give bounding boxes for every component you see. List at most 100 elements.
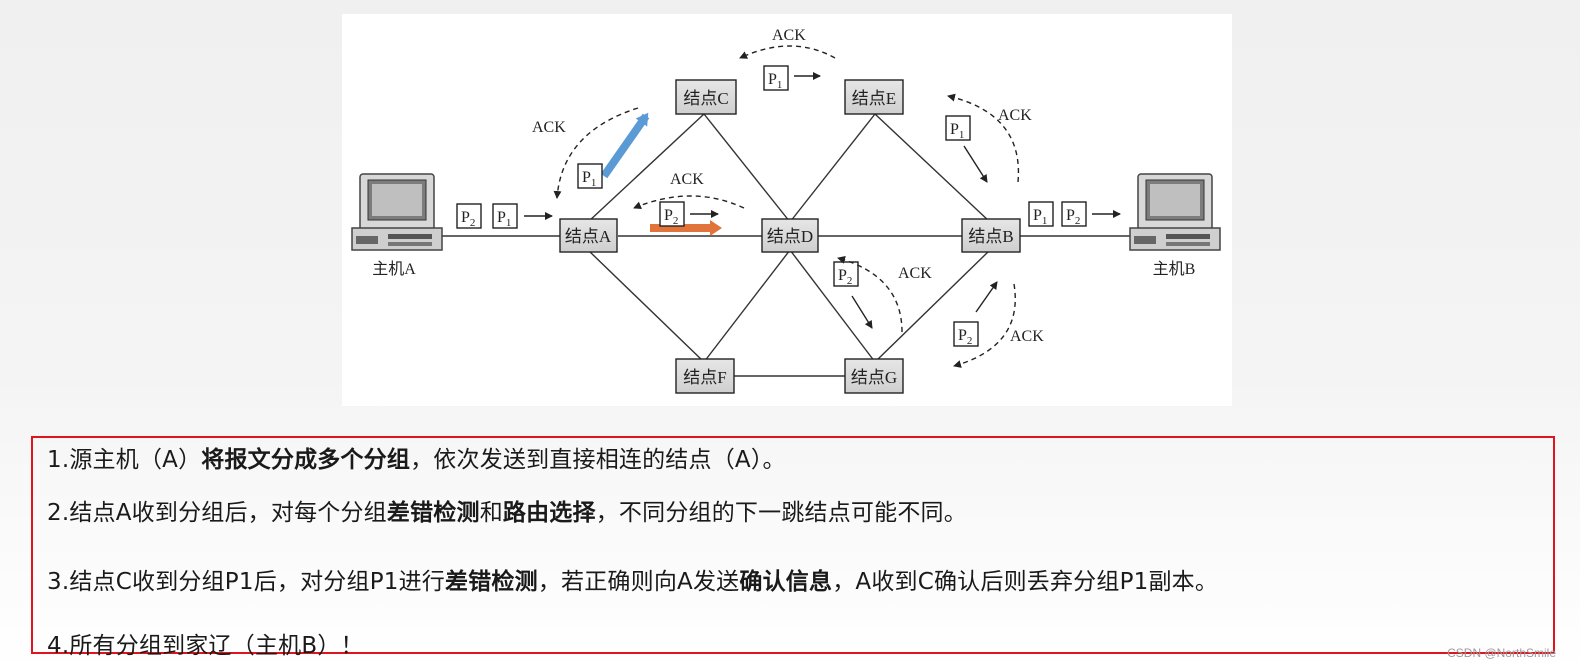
- packet-letter: P: [1066, 207, 1075, 224]
- node-A-label: 结点A: [565, 227, 612, 246]
- network-diagram: 结点A 结点C 结点E 结点D 结点B 结点F 结点G: [342, 14, 1232, 406]
- ack-arrow-b-to-e: [947, 93, 1020, 183]
- arrow-d-to-g: [851, 295, 873, 329]
- packet-index: 2: [470, 217, 476, 229]
- watermark: CSDN @NorthSmile: [1447, 646, 1556, 660]
- svg-text:P1: P1: [582, 169, 596, 189]
- link-G-B: [874, 249, 991, 363]
- host-B-label: 主机B: [1153, 260, 1196, 278]
- ack-arrow-g-to-d: [837, 256, 903, 333]
- packet-index: 1: [591, 177, 597, 189]
- svg-text:P2: P2: [461, 209, 475, 229]
- packet-p2-host-a: P2: [456, 203, 482, 229]
- host-A-label: 主机A: [372, 260, 416, 278]
- ack-label: ACK: [670, 171, 704, 188]
- packet-letter: P: [461, 209, 470, 226]
- svg-text:P2: P2: [1066, 207, 1080, 227]
- step-2-bold: 路由选择: [502, 500, 596, 526]
- node-E-label: 结点E: [852, 89, 896, 108]
- arrow-e-to-b: [963, 145, 988, 183]
- packet-letter: P: [838, 267, 847, 284]
- packet-letter: P: [958, 327, 967, 344]
- host-A-computer-icon: [351, 173, 443, 251]
- link-D-G: [789, 249, 876, 363]
- node-D-label: 结点D: [767, 227, 813, 246]
- ack-label: ACK: [532, 119, 566, 136]
- packet-letter: P: [950, 121, 959, 138]
- packet-p2-g-to-b: P2: [953, 321, 979, 347]
- step-2-text: 2.结点A收到分组后，对每个分组: [47, 500, 387, 526]
- packet-letter: P: [664, 207, 673, 224]
- step-3-text: ，A收到C确认后则丢弃分组P1副本。: [832, 569, 1219, 595]
- blue-route-arrow: [600, 112, 650, 179]
- packet-p2-host-b: P2: [1061, 201, 1087, 227]
- svg-text:P2: P2: [838, 267, 852, 287]
- packet-p2-a-to-d: P2: [659, 201, 685, 227]
- ack-arrow-b-to-g: [953, 283, 1016, 368]
- svg-text:P2: P2: [664, 207, 678, 227]
- node-C: 结点C: [675, 79, 737, 115]
- link-A-C: [587, 113, 705, 223]
- node-F: 结点F: [675, 358, 735, 394]
- ack-arrow-d-to-a: [633, 195, 745, 210]
- steps-box: 1.源主机（A）将报文分成多个分组，依次发送到直接相连的结点（A）。 2.结点A…: [31, 436, 1555, 659]
- step-2-text: ，不同分组的下一跳结点可能不同。: [595, 500, 967, 526]
- step-1-bold: 将报文分成多个分组: [201, 447, 411, 473]
- node-B: 结点B: [961, 218, 1021, 253]
- step-1-text: 1.源主机（A）: [47, 447, 202, 473]
- step-1: 1.源主机（A）将报文分成多个分组，依次发送到直接相连的结点（A）。: [47, 440, 786, 474]
- node-G-label: 结点G: [851, 368, 897, 387]
- link-A-F: [587, 249, 705, 363]
- step-3: 3.结点C收到分组P1后，对分组P1进行差错检测，若正确则向A发送确认信息，A收…: [47, 562, 1218, 596]
- step-4: 4.所有分组到家辽（主机B）！: [47, 626, 364, 660]
- step-3-text: 3.结点C收到分组P1后，对分组P1进行: [47, 569, 446, 595]
- ack-label: ACK: [772, 27, 806, 44]
- svg-text:P1: P1: [1033, 207, 1047, 227]
- svg-text:P1: P1: [497, 209, 511, 229]
- node-E: 结点E: [844, 79, 904, 115]
- svg-text:P2: P2: [958, 327, 972, 347]
- ack-label: ACK: [998, 107, 1032, 124]
- step-4-text: 4.所有分组到家辽（主机B）！: [47, 633, 364, 659]
- packet-index: 2: [847, 275, 853, 287]
- node-F-label: 结点F: [683, 368, 726, 387]
- packet-index: 2: [1075, 215, 1081, 227]
- node-A: 结点A: [559, 218, 618, 253]
- node-C-label: 结点C: [683, 89, 728, 108]
- link-D-E: [789, 113, 876, 223]
- packet-letter: P: [1033, 207, 1042, 224]
- packet-letter: P: [768, 71, 777, 88]
- step-3-bold: 确认信息: [739, 569, 833, 595]
- packet-index: 1: [1042, 215, 1048, 227]
- step-3-text: ，若正确则向A发送: [537, 569, 740, 595]
- step-1-text: ，依次发送到直接相连的结点（A）。: [410, 447, 786, 473]
- step-2-bold: 差错检测: [386, 500, 480, 526]
- packet-p1-a-to-c: P1: [577, 163, 603, 189]
- step-2-text: 和: [479, 500, 503, 526]
- packet-p1-e-to-b: P1: [945, 115, 971, 141]
- svg-text:P1: P1: [768, 71, 782, 91]
- packet-letter: P: [582, 169, 591, 186]
- packet-p1-host-b: P1: [1028, 201, 1054, 227]
- ack-arrow-e-to-c: [739, 45, 836, 59]
- link-E-B: [874, 113, 991, 223]
- link-C-D: [703, 113, 791, 223]
- packet-index: 1: [777, 79, 783, 91]
- packet-p1-host-a: P1: [492, 203, 518, 229]
- node-D: 结点D: [761, 218, 819, 253]
- node-G: 结点G: [844, 358, 904, 394]
- ack-label: ACK: [1010, 328, 1044, 345]
- ack-label: ACK: [898, 265, 932, 282]
- host-B-computer-icon: [1129, 173, 1221, 251]
- svg-text:P1: P1: [950, 121, 964, 141]
- orange-route-arrow: [650, 220, 722, 236]
- step-2: 2.结点A收到分组后，对每个分组差错检测和路由选择，不同分组的下一跳结点可能不同…: [47, 493, 967, 527]
- packet-index: 1: [506, 217, 512, 229]
- node-B-label: 结点B: [968, 227, 1013, 246]
- packet-index: 1: [959, 129, 965, 141]
- packet-index: 2: [673, 215, 679, 227]
- packet-letter: P: [497, 209, 506, 226]
- packet-p1-c-to-e: P1: [763, 65, 789, 91]
- packet-p2-d-to-g: P2: [833, 261, 859, 287]
- packet-index: 2: [967, 335, 973, 347]
